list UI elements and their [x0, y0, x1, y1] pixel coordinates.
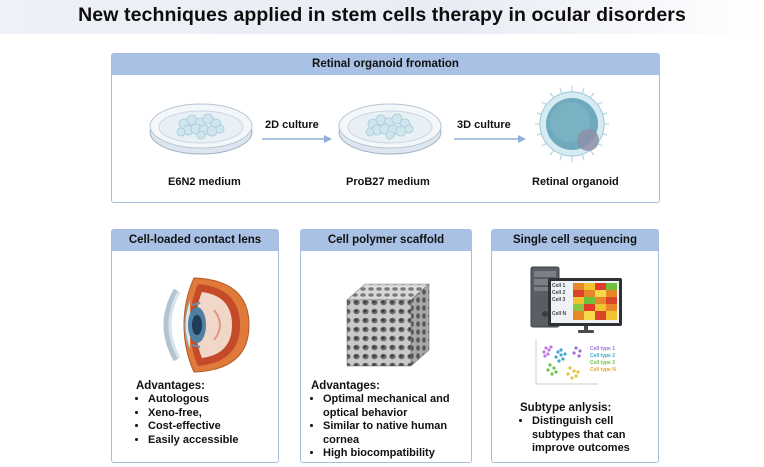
- heatmap-label: Cell 2: [552, 290, 566, 296]
- advantages-list: Optimal mechanical and optical behavior …: [307, 393, 473, 461]
- arrow-right-icon: [454, 135, 526, 143]
- list-item: Similar to native human cornea: [323, 420, 473, 447]
- analysis-title: Subtype anlysis:: [520, 402, 612, 414]
- legend-item: Cell type 3: [590, 360, 616, 366]
- advantages-title: Advantages:: [136, 380, 206, 392]
- arrow-right-icon: [262, 135, 332, 143]
- heatmap-label: Cell N: [552, 311, 567, 317]
- list-item: Distinguish cell subtypes that can impro…: [532, 415, 650, 456]
- monitor: Cell 1 Cell 2 Cell 3 Cell N: [548, 278, 622, 326]
- panel-header: Retinal organoid fromation: [112, 54, 659, 75]
- list-item: Easily accessible: [148, 434, 239, 448]
- list-item: Cost-effective: [148, 420, 239, 434]
- title-bar: [0, 0, 764, 34]
- page-title: New techniques applied in stem cells the…: [78, 4, 686, 26]
- analysis-list: Distinguish cell subtypes that can impro…: [516, 415, 650, 456]
- arrow2-label: 3D culture: [457, 119, 511, 131]
- list-item: High biocompatibility: [323, 447, 473, 461]
- step2-label: ProB27 medium: [346, 176, 430, 188]
- heatmap-screen: Cell 1 Cell 2 Cell 3 Cell N: [551, 281, 619, 323]
- porous-scaffold-icon: [346, 283, 430, 367]
- legend-item: Cell type N: [590, 367, 616, 373]
- eye-contact-lens-icon: [163, 277, 250, 373]
- contact-lens-panel: Cell-loaded contact lens Advantages: Aut…: [111, 229, 279, 463]
- heatmap-grid: [573, 283, 617, 320]
- list-item: Optimal mechanical and optical behavior: [323, 393, 473, 420]
- step1-label: E6N2 medium: [168, 176, 241, 188]
- heatmap-label: Cell 3: [552, 297, 566, 303]
- retinal-organoid-icon: [535, 86, 609, 162]
- cluster-legend: Cell type 1 Cell type 2 Cell type 3 Cell…: [590, 346, 616, 374]
- advantages-list: Autologous Xeno-free, Cost-effective Eas…: [132, 393, 239, 447]
- legend-item: Cell type 2: [590, 353, 616, 359]
- list-item: Xeno-free,: [148, 407, 239, 421]
- heatmap-label: Cell 1: [552, 283, 566, 289]
- panel-header: Cell polymer scaffold: [301, 230, 471, 251]
- advantages-title: Advantages:: [311, 380, 381, 392]
- legend-item: Cell type 1: [590, 346, 616, 352]
- polymer-scaffold-panel: Cell polymer scaffold Advantages: Optima…: [300, 229, 472, 463]
- retinal-organoid-panel: Retinal organoid fromation E6N2 medium 2…: [111, 53, 660, 203]
- step3-label: Retinal organoid: [532, 176, 619, 188]
- panel-header: Cell-loaded contact lens: [112, 230, 278, 251]
- cluster-scatter-plot: [535, 340, 598, 385]
- petri-dish-icon: [149, 103, 253, 155]
- panel-header: Single cell sequencing: [492, 230, 658, 251]
- monitor-stand: [578, 326, 594, 333]
- arrow1-label: 2D culture: [265, 119, 319, 131]
- petri-dish-icon: [338, 103, 442, 155]
- single-cell-panel: Single cell sequencing Cell 1 Cell 2 Cel…: [491, 229, 659, 463]
- list-item: Autologous: [148, 393, 239, 407]
